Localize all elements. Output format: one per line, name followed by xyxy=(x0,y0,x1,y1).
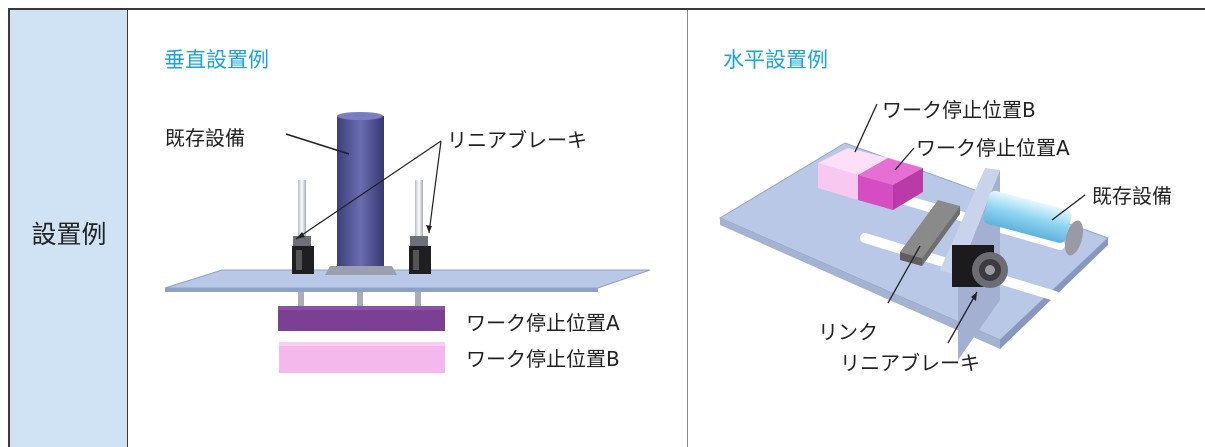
leader-brake-right xyxy=(428,140,442,234)
leader-brake-left xyxy=(295,140,442,240)
horizontal-illustration xyxy=(718,103,1109,360)
table-frame xyxy=(8,8,1205,447)
row-label: 設置例 xyxy=(31,220,107,249)
row-header-cell xyxy=(10,10,128,447)
linear-brake-h xyxy=(952,245,1008,288)
vertical-illustration xyxy=(164,112,651,373)
vertical-label-linear-brake: リニアブレーキ xyxy=(447,128,587,152)
horizontal-label-work-stop-a: ワーク停止位置A xyxy=(916,136,1070,160)
horizontal-label-linear-brake: リニアブレーキ xyxy=(840,351,980,375)
vertical-label-work-stop-a: ワーク停止位置A xyxy=(466,311,620,335)
vertical-label-existing-equipment: 既存設備 xyxy=(165,126,245,150)
leader-existing-equipment xyxy=(285,133,350,155)
vertical-panel-title: 垂直設置例 xyxy=(164,48,269,72)
work-stop-b-block xyxy=(279,342,445,373)
horizontal-label-existing-equipment: 既存設備 xyxy=(1092,184,1172,208)
horizontal-panel-title: 水平設置例 xyxy=(723,48,828,72)
linear-brake-left xyxy=(292,180,314,274)
base-plate xyxy=(164,269,651,289)
column-base xyxy=(325,266,397,275)
work-stop-a-block xyxy=(278,306,445,331)
link-bar xyxy=(900,200,960,258)
horizontal-label-link: リンク xyxy=(818,320,878,344)
vertical-label-work-stop-b: ワーク停止位置B xyxy=(466,347,620,371)
linear-brake-right xyxy=(409,180,431,274)
panel-divider xyxy=(687,10,688,447)
base-plate-edge xyxy=(165,288,598,292)
horizontal-label-work-stop-b: ワーク停止位置B xyxy=(882,98,1036,122)
existing-equipment-column xyxy=(337,116,384,272)
